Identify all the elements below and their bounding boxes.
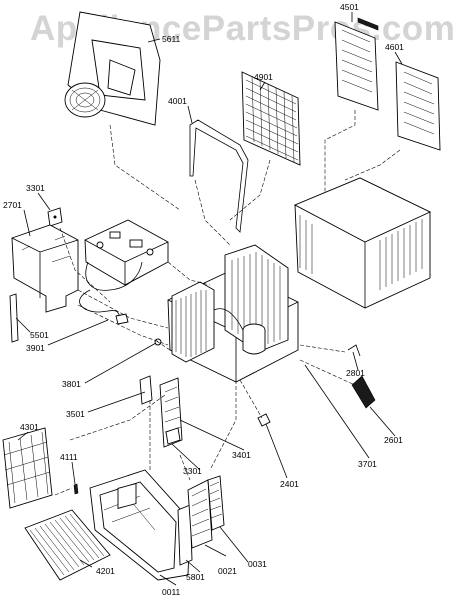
callout-2701: 2701 <box>3 200 22 210</box>
front-frame-0011-part <box>89 469 191 581</box>
callout-0011: 0011 <box>162 587 181 597</box>
chassis-assembly-part <box>167 244 299 383</box>
callout-4501: 4501 <box>340 2 359 12</box>
leader-lines <box>54 124 356 496</box>
side-curtain-4501-part <box>334 17 379 111</box>
callout-4001: 4001 <box>168 96 187 106</box>
partition-2701-part <box>11 224 79 313</box>
air-filter-part <box>241 71 301 166</box>
leader-4001 <box>194 179 231 246</box>
callout-4111: 4111 <box>60 452 78 462</box>
bracket-3501-part <box>139 375 153 405</box>
callout-2801: 2801 <box>346 368 365 378</box>
clip-2401-part <box>257 413 271 427</box>
callout-4201: 4201 <box>96 566 115 576</box>
bracket-3301-bottom-part <box>165 427 181 445</box>
callout-5501: 5501 <box>30 330 49 340</box>
leader-4601 <box>344 149 401 181</box>
callout-4601: 4601 <box>385 42 404 52</box>
leader-4501 <box>324 110 356 205</box>
panel-0031-part <box>207 475 225 531</box>
callout-3801: 3801 <box>62 379 81 389</box>
outer-cabinet-part <box>293 177 432 309</box>
callout-3301-bottom: 3301 <box>183 466 202 476</box>
callout-4301: 4301 <box>20 422 39 432</box>
foam-strip-5501-part <box>9 293 19 343</box>
callout-3501: 3501 <box>66 409 85 419</box>
control-box-part <box>84 219 169 286</box>
callout-2401: 2401 <box>280 479 299 489</box>
panel-0021-part <box>187 479 213 549</box>
power-cord-part <box>79 261 143 325</box>
callout-0021: 0021 <box>218 566 237 576</box>
blower-housing-part <box>64 11 161 126</box>
door-5801-part <box>177 504 193 566</box>
diamond-2601-part <box>351 375 376 409</box>
callout-leaders <box>15 12 403 586</box>
callout-5801: 5801 <box>186 572 205 582</box>
callout-3401: 3401 <box>232 450 251 460</box>
screw-4111-part <box>73 483 79 495</box>
leader-4901 <box>229 159 271 221</box>
callout-5611: 5611 <box>162 34 181 44</box>
bracket-3301-top-part <box>47 207 63 227</box>
gasket-frame-part <box>189 119 249 233</box>
callout-3701: 3701 <box>358 459 377 469</box>
callout-2601: 2601 <box>384 435 403 445</box>
clip-2801-part <box>347 344 361 357</box>
callout-labels: 5611 4501 4601 4901 4001 3301 2701 5501 … <box>3 2 404 597</box>
callout-3301-top: 3301 <box>26 183 45 193</box>
callout-0031: 0031 <box>248 559 267 569</box>
front-panel-4301-part <box>2 427 53 509</box>
callout-4901: 4901 <box>254 72 273 82</box>
louvre-4201-part <box>24 509 111 581</box>
side-curtain-4601-part <box>395 61 441 151</box>
callout-3901: 3901 <box>26 343 45 353</box>
